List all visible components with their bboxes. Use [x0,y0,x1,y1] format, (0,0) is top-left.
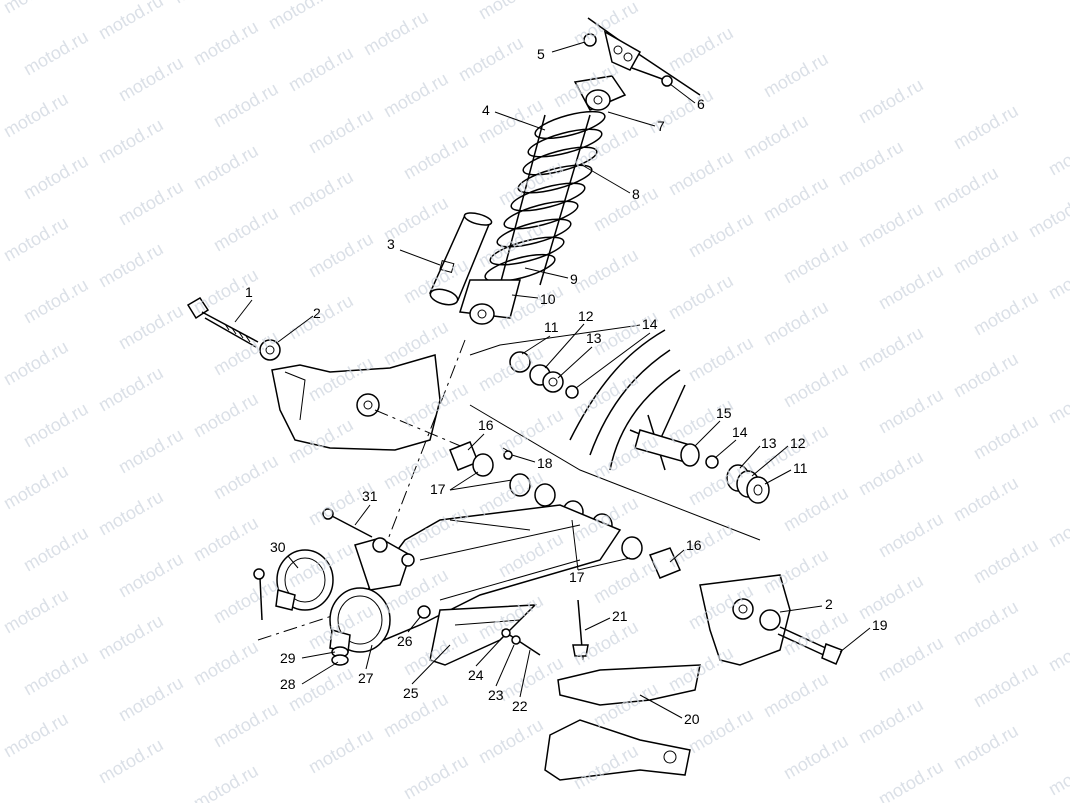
callout-26: 26 [397,633,413,649]
callout-7: 7 [657,118,665,134]
mount-bracket-small [429,604,541,666]
callout-13a: 13 [586,330,602,346]
swing-arm [253,504,622,666]
callout-1: 1 [245,284,253,300]
callout-31: 31 [362,488,378,504]
callout-13b: 13 [761,435,777,451]
callout-30: 30 [270,539,286,555]
hardware-group-upper [469,324,761,541]
callout-17b: 17 [569,569,585,585]
callout-12a: 12 [578,308,594,324]
skid-bracket [544,599,701,781]
callout-21: 21 [612,608,628,624]
callout-11b: 11 [793,460,808,476]
shock-bolt-left [186,296,281,361]
callout-23: 23 [488,687,504,703]
callout-22: 22 [512,698,528,714]
callout-15: 15 [716,405,732,421]
callout-20: 20 [684,711,700,727]
callout-10: 10 [540,291,556,307]
shock-absorber [428,17,701,325]
callout-14a: 14 [642,316,658,332]
callout-8: 8 [632,186,640,202]
callout-12b: 12 [790,435,806,451]
callout-4: 4 [482,102,490,118]
callout-24: 24 [468,667,484,683]
callout-19: 19 [872,617,888,633]
callout-17a: 17 [430,481,446,497]
callout-9: 9 [570,271,578,287]
callout-14b: 14 [732,424,748,440]
hub-group-right [629,384,770,504]
callout-11a: 11 [544,319,559,335]
callout-16b: 16 [686,537,702,553]
callout-16a: 16 [478,417,494,433]
callout-28: 28 [280,676,296,692]
callout-2b: 2 [825,596,833,612]
callout-5: 5 [537,46,545,62]
callout-29: 29 [280,650,296,666]
left-bracket-plate [271,339,471,561]
callout-2a: 2 [313,305,321,321]
callout-27: 27 [358,670,374,686]
callout-3: 3 [387,236,395,252]
callout-6: 6 [697,96,705,112]
right-bracket [699,574,843,666]
callout-25: 25 [403,685,419,701]
callout-18: 18 [537,455,553,471]
